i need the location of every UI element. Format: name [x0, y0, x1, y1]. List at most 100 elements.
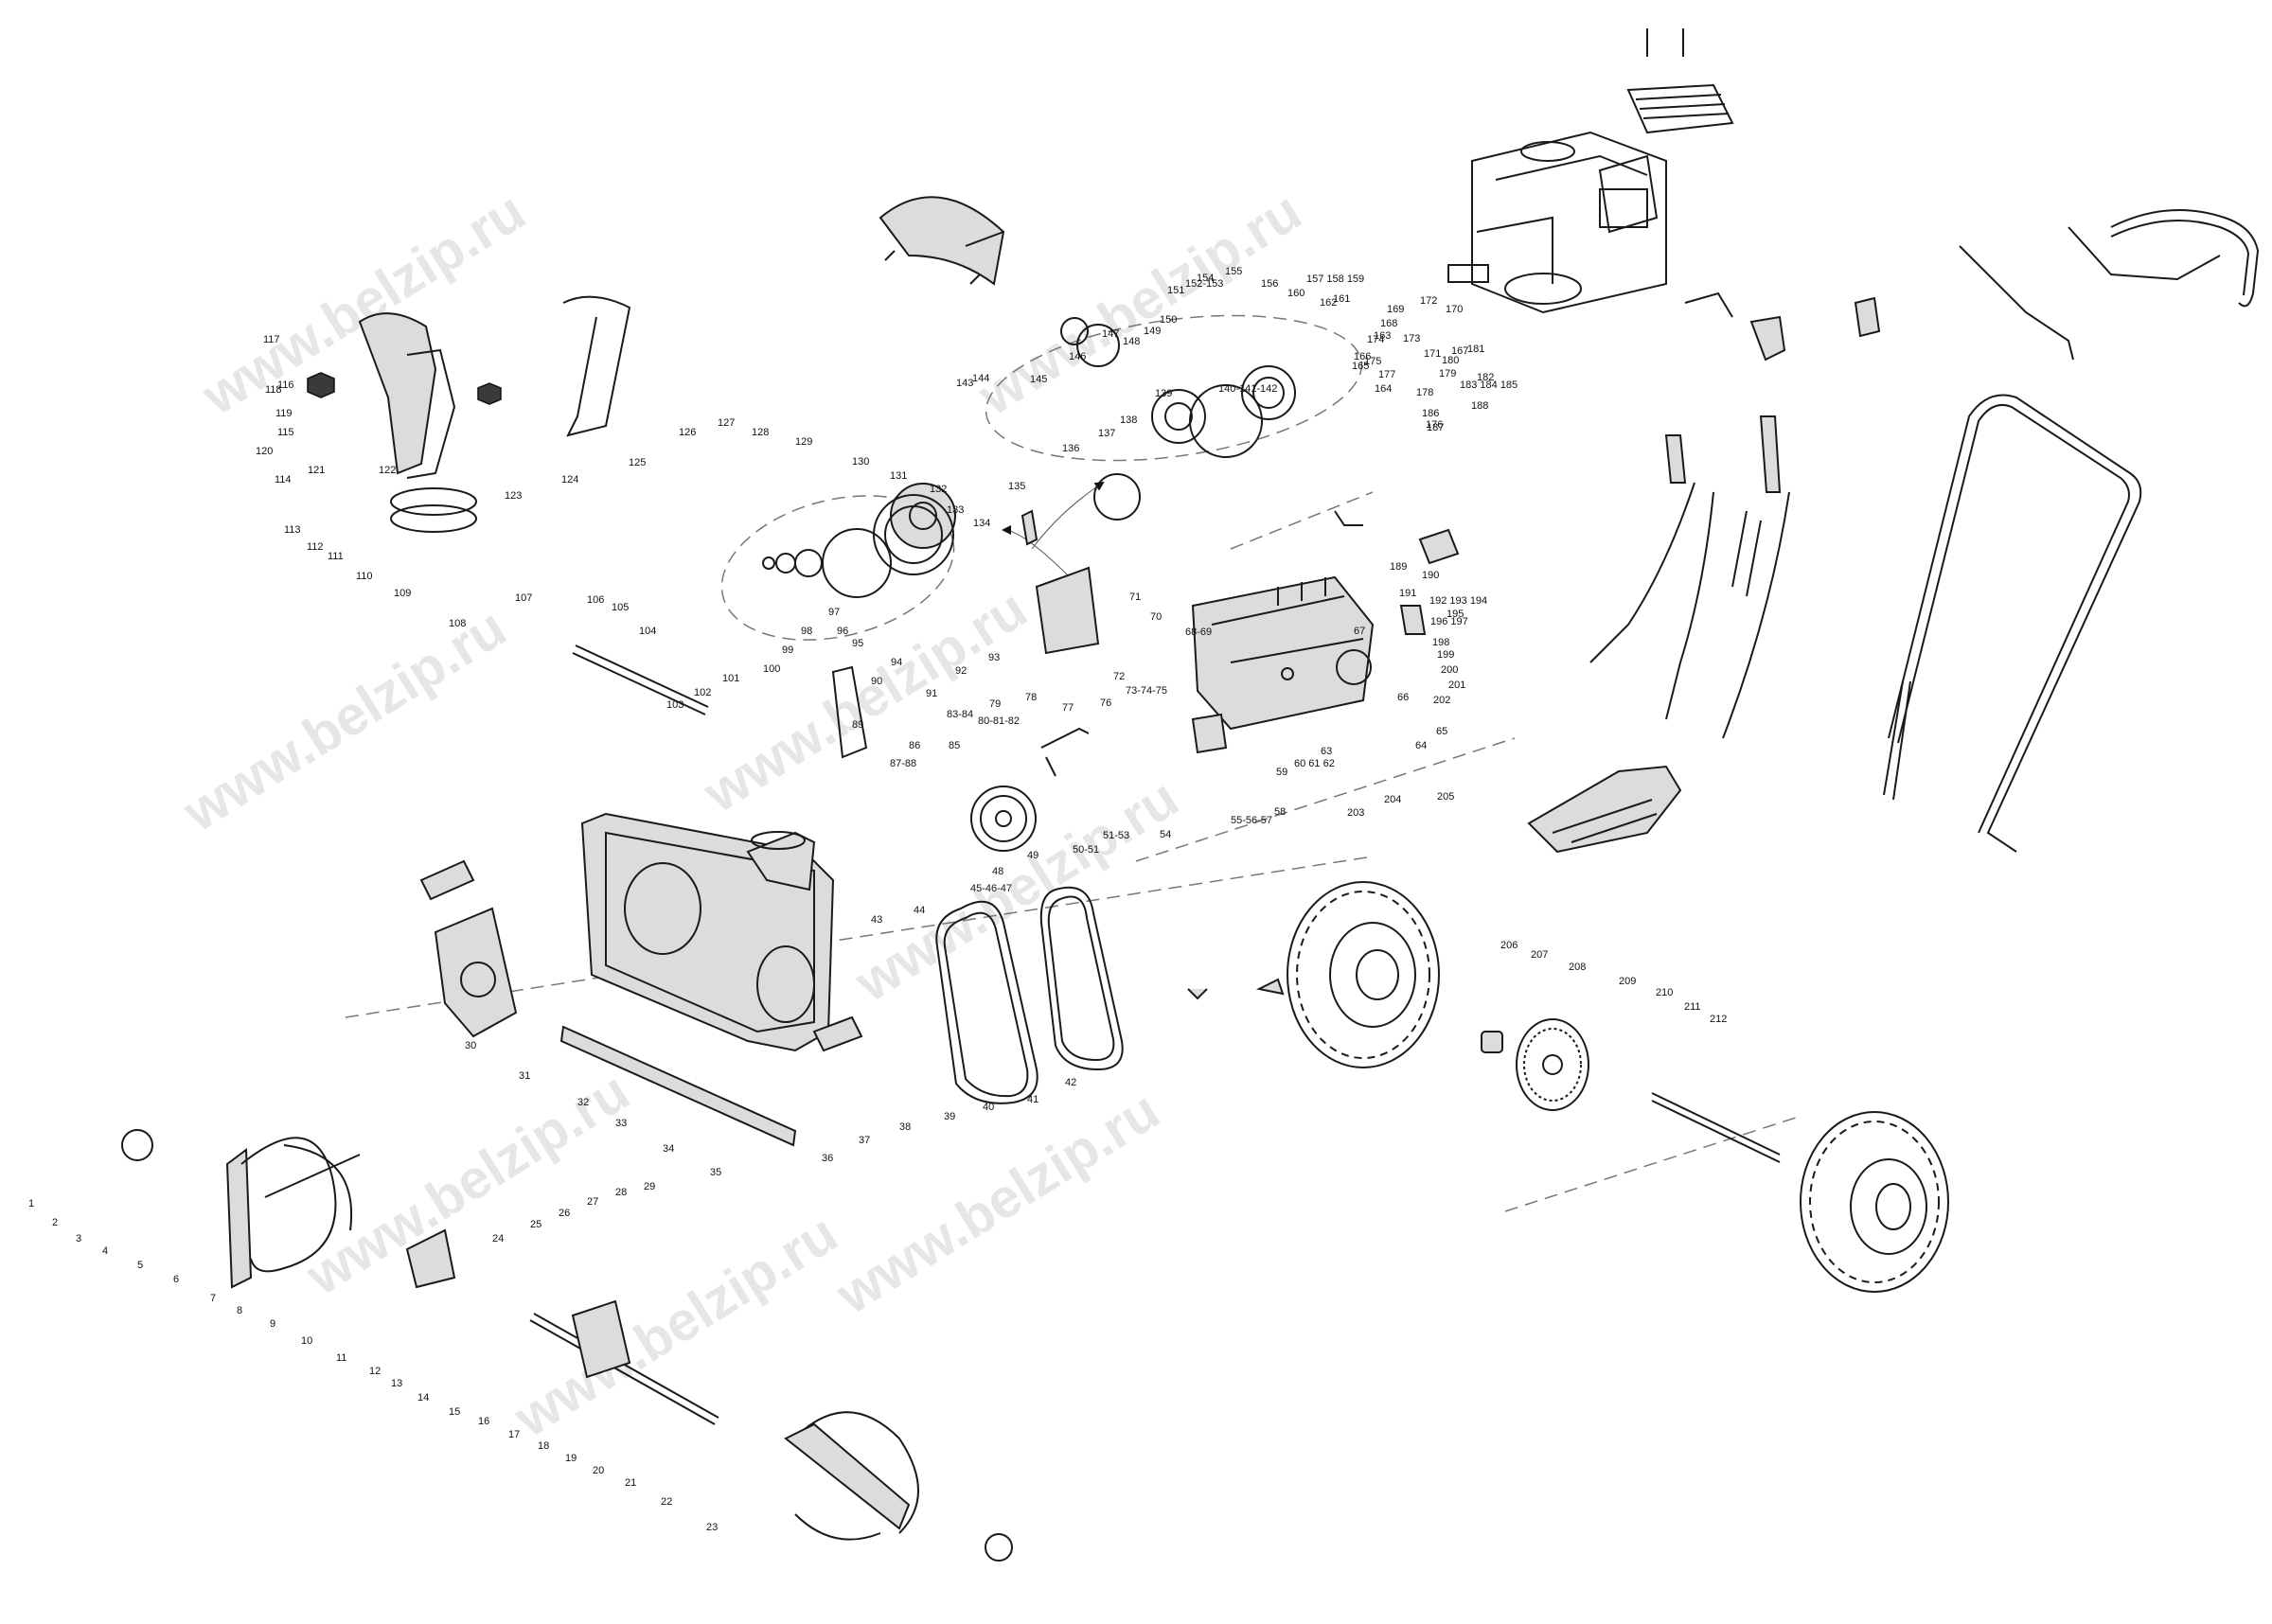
callout-label: 92	[955, 665, 967, 677]
callout-label: 9	[270, 1318, 275, 1330]
wheel-left	[1287, 881, 1440, 1068]
callout-label: 98	[801, 626, 812, 637]
callout-label: 45-46-47	[970, 883, 1012, 894]
callout-label: 149	[1144, 326, 1161, 337]
chute-handle	[562, 295, 631, 437]
brackets	[831, 231, 1460, 1000]
callout-label: 160	[1287, 288, 1305, 299]
callout-label: 138	[1120, 415, 1137, 426]
callout-label: 79	[989, 698, 1001, 710]
callout-label: 22	[661, 1496, 672, 1508]
callout-label: 7	[210, 1293, 216, 1304]
callout-label: 70	[1150, 611, 1162, 623]
callout-label: 100	[763, 663, 780, 675]
callout-label: 12	[369, 1366, 381, 1377]
callout-label: 36	[822, 1153, 833, 1164]
impeller-plate	[434, 907, 518, 1038]
callout-label: 150	[1160, 314, 1177, 326]
callout-label: 191	[1399, 588, 1416, 599]
callout-label: 8	[237, 1305, 242, 1316]
callout-label: 117	[263, 334, 280, 345]
callout-label: 192 193 194	[1429, 595, 1487, 607]
callout-label: 116	[277, 380, 294, 391]
callout-label: 128	[752, 427, 769, 438]
callout-label: 210	[1656, 987, 1673, 998]
callout-label: 168	[1380, 318, 1397, 329]
callout-label: 202	[1433, 695, 1450, 706]
pulleys	[890, 317, 1296, 852]
callout-label: 66	[1397, 692, 1409, 703]
callout-label: 94	[891, 657, 902, 668]
callout-label: 157 158 159	[1306, 274, 1364, 285]
callout-label: 23	[706, 1522, 718, 1533]
callout-label: 32	[577, 1097, 589, 1108]
assembly-lines	[345, 314, 1800, 1212]
callout-label: 143	[956, 378, 973, 389]
drive-belts	[935, 886, 1124, 1104]
callout-label: 95	[852, 638, 863, 649]
callout-label: 107	[515, 592, 532, 604]
callout-label: 5	[137, 1260, 143, 1271]
callout-label: 37	[859, 1135, 870, 1146]
callout-label: 96	[837, 626, 848, 637]
callout-label: 24	[492, 1233, 504, 1244]
callout-label: 106	[587, 594, 604, 606]
callout-label: 176	[1426, 419, 1443, 431]
callout-label: 80-81-82	[978, 715, 1020, 727]
callout-label: 206	[1500, 940, 1518, 951]
callout-label: 68-69	[1185, 627, 1212, 638]
callout-label: 34	[663, 1143, 674, 1155]
callout-label: 147	[1102, 328, 1119, 340]
callout-label: 73-74-75	[1126, 685, 1167, 697]
discharge-chute	[307, 312, 502, 533]
callout-label: 165	[1352, 361, 1369, 372]
callout-label: 101	[722, 673, 739, 684]
callout-label: 50-51	[1073, 844, 1099, 856]
bearing-group	[762, 324, 1263, 598]
callout-label: 93	[988, 652, 1000, 663]
callout-label: 115	[277, 427, 294, 438]
callout-label: 140-141-142	[1218, 383, 1277, 395]
callout-label: 16	[478, 1416, 489, 1427]
auger-shaft	[405, 1228, 719, 1425]
callout-label: 113	[284, 524, 301, 536]
callout-label: 67	[1354, 626, 1365, 637]
callout-label: 205	[1437, 791, 1454, 803]
callout-label: 121	[308, 465, 325, 476]
callout-label: 17	[508, 1429, 520, 1440]
callout-label: 119	[275, 408, 293, 419]
callout-label: 203	[1347, 807, 1364, 819]
callout-label: 136	[1062, 443, 1079, 454]
callout-label: 152-153	[1185, 278, 1223, 290]
callout-label: 171	[1424, 348, 1441, 360]
callout-label: 182	[1477, 372, 1494, 383]
callout-label: 31	[519, 1070, 530, 1082]
callout-label: 11	[336, 1352, 346, 1364]
callout-label: 14	[417, 1392, 429, 1403]
bottom-pan	[1527, 765, 1682, 854]
callout-label: 33	[615, 1118, 627, 1129]
callout-label: 208	[1569, 962, 1586, 973]
callout-label: 175	[1364, 356, 1381, 367]
callout-label: 120	[256, 446, 273, 457]
auger-right	[784, 1411, 1013, 1562]
callout-label: 89	[852, 719, 863, 731]
callout-label: 129	[795, 436, 812, 448]
callout-label: 71	[1129, 591, 1141, 603]
watermark-text: www.belzip.ru	[693, 577, 1038, 824]
callout-label: 42	[1065, 1077, 1076, 1088]
callout-label: 132	[930, 484, 947, 495]
callout-label: 18	[538, 1440, 549, 1452]
callout-label: 39	[944, 1111, 955, 1122]
callout-label: 166	[1354, 351, 1371, 362]
callout-label: 10	[301, 1335, 312, 1347]
callout-label: 72	[1113, 671, 1125, 682]
callout-label: 162	[1320, 297, 1337, 309]
callout-label: 118	[265, 384, 282, 396]
callout-label: 87-88	[890, 758, 916, 769]
scraper-bar	[559, 1025, 797, 1147]
callout-label: 108	[449, 618, 466, 629]
callout-label: 167	[1451, 345, 1468, 357]
callout-label: 35	[710, 1167, 721, 1178]
